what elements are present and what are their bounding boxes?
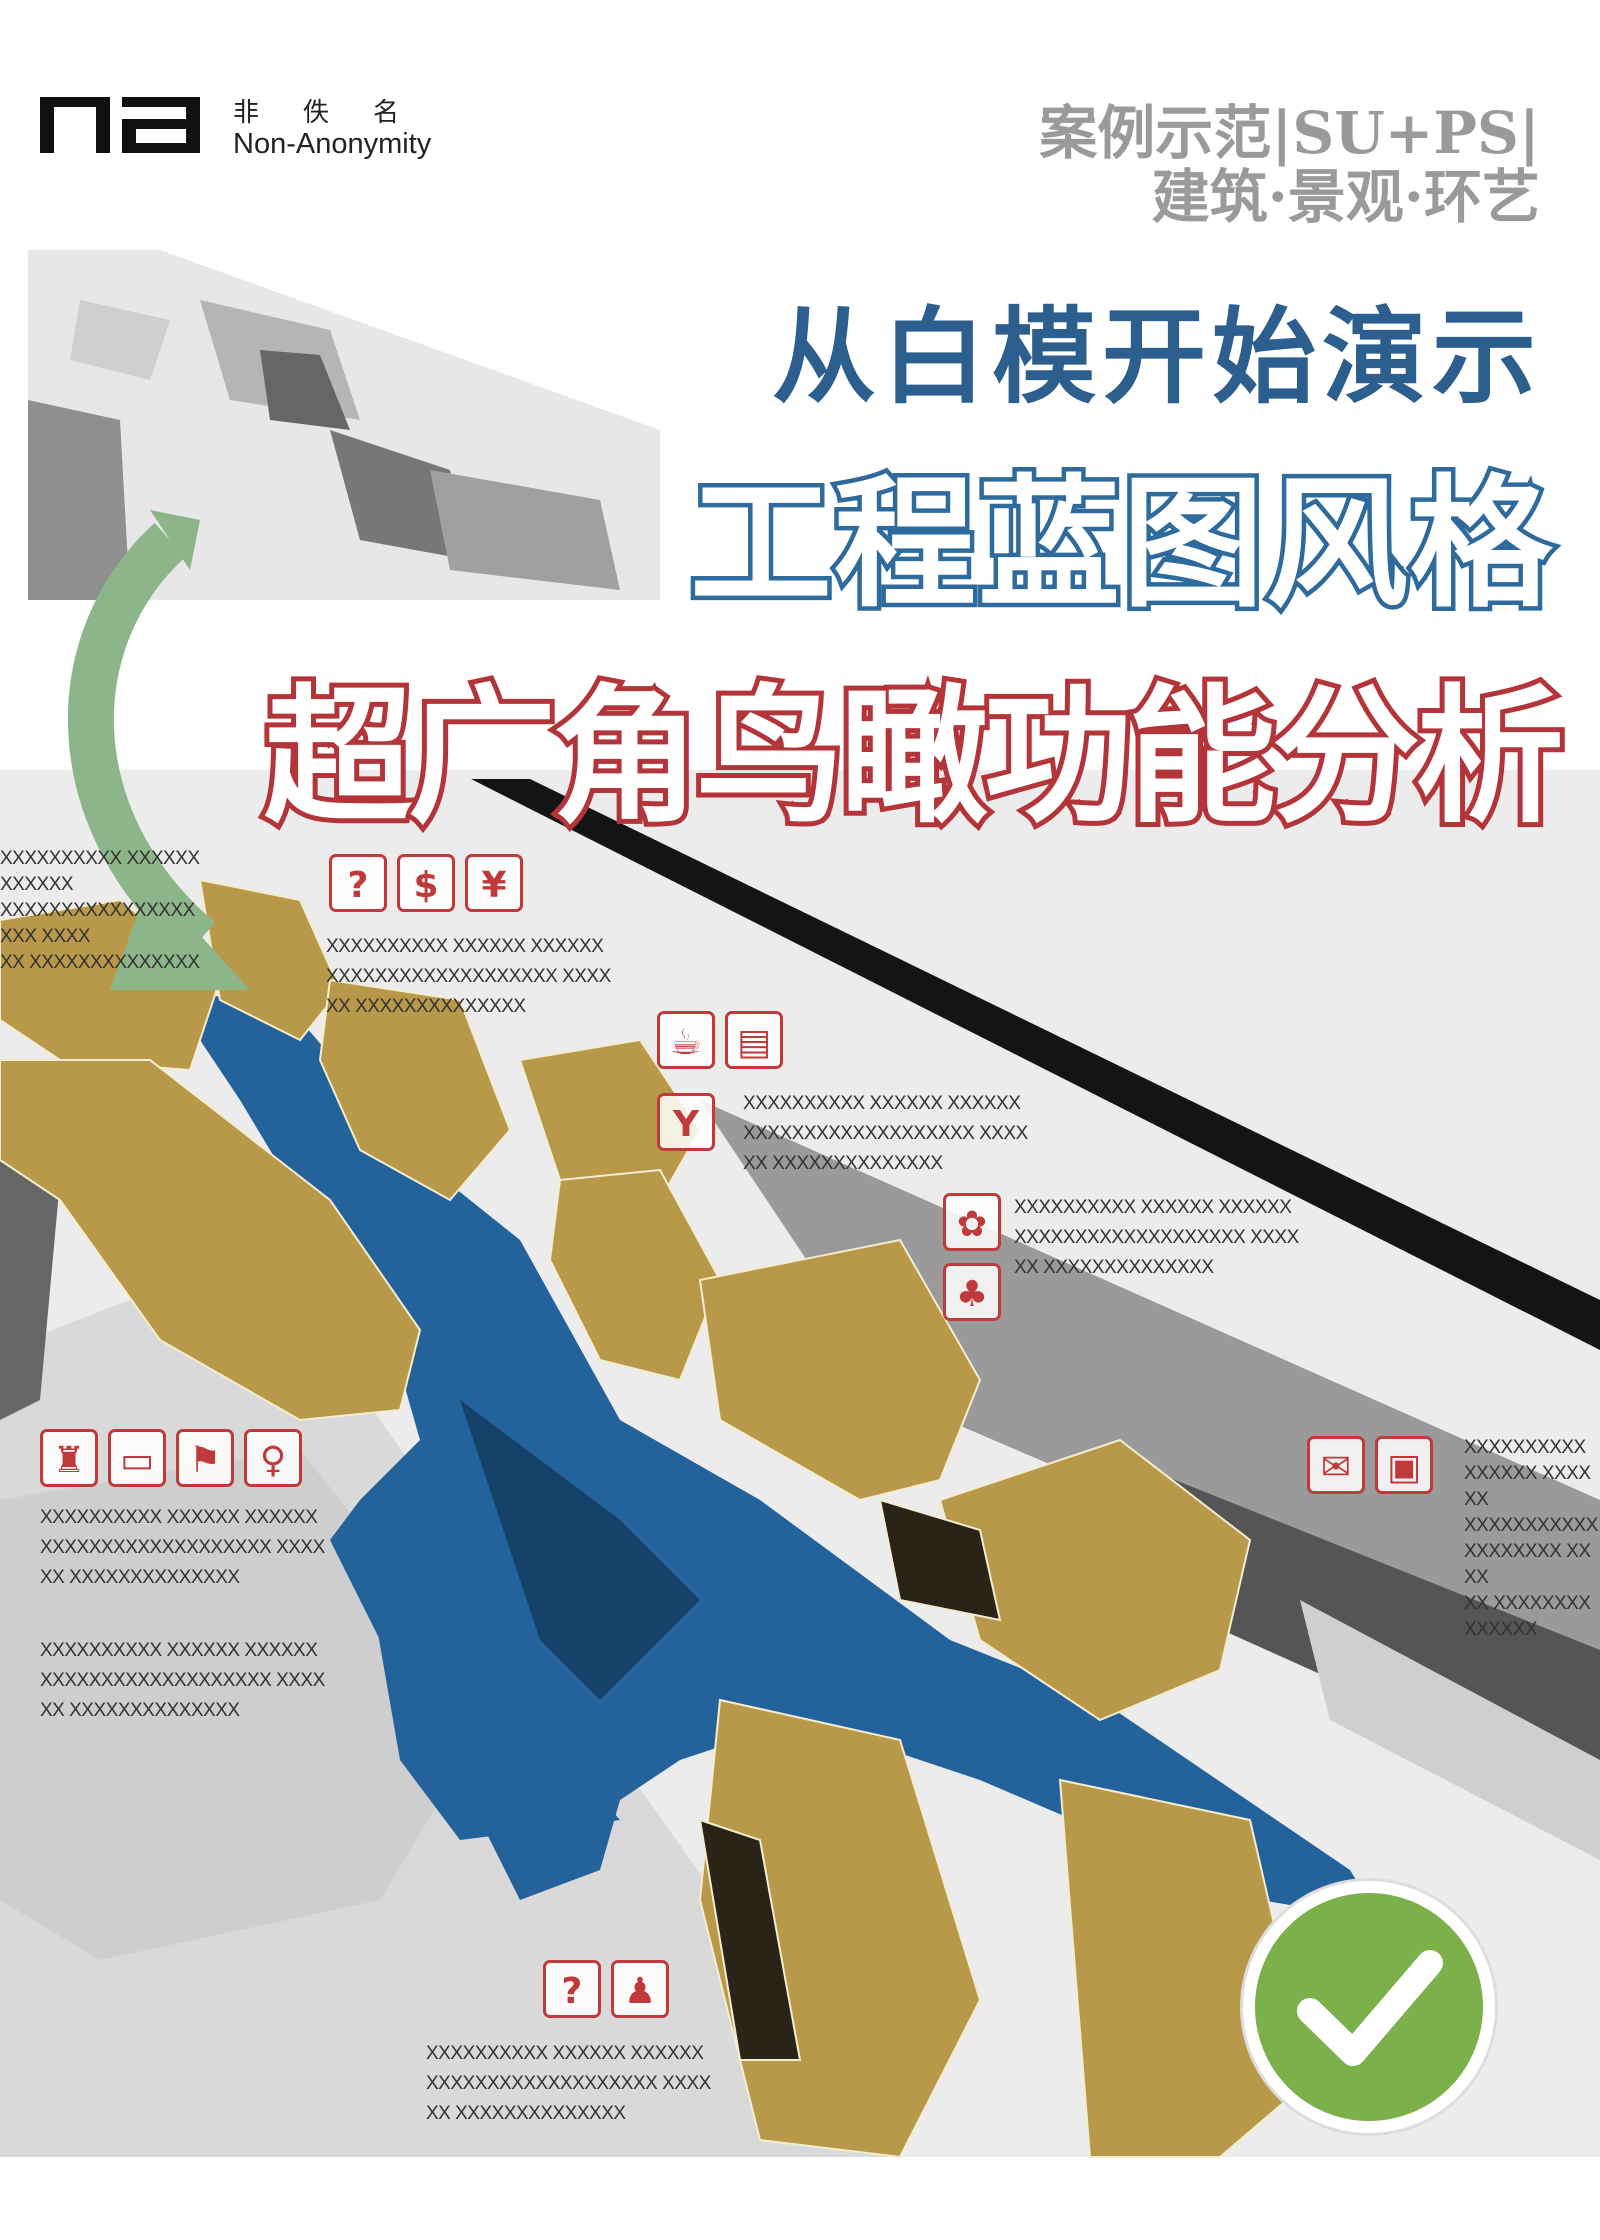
tagline-line2: 建筑·景观·环艺 (1151, 163, 1540, 231)
text-line: XX XXXXXXXXXXXXXX (326, 996, 526, 1017)
text-line: XX XXXXXXXXXXXXXX (0, 952, 200, 973)
text-line: XX XXXXXXXXXXXXXX (40, 1700, 240, 1721)
text-block: XXXXXXXXXX XXXXXX XXXXXX XXXXXXXXXXXXXXXX… (40, 1636, 325, 1726)
text-line: XXXXXXXXXXXXXXXXXXX XXXX (1464, 1515, 1598, 1588)
icon-group-info: ? ♟ (543, 1960, 669, 2018)
text-block: XXXXXXXXXX XXXXXX XXXXXX XXXXXXXXXXXXXXXX… (0, 846, 200, 976)
fast-food-icon: ▤ (725, 1011, 783, 1069)
icon-group-leisure: ♜ ▭ ⚑ ♀ (40, 1429, 302, 1487)
text-line: XXXXXXXXXX XXXXXX XXXXXX (743, 1093, 1021, 1114)
text-line: XX XXXXXXXXXXXXXX (426, 2103, 626, 2124)
text-line: XXXXXXXXXX XXXXXX XXXXXX (40, 1640, 318, 1661)
text-line: XXXXXXXXXXXXXXXXXXX XXXX (426, 2073, 711, 2094)
text-block: XXXXXXXXXX XXXXXX XXXXXX XXXXXXXXXXXXXXXX… (743, 1089, 1028, 1179)
flower-shop-icon: ✿ (943, 1193, 1001, 1251)
check-badge (1243, 1881, 1495, 2133)
text-block: XXXXXXXXXX XXXXXX XXXXXX XXXXXXXXXXXXXXXX… (40, 1503, 325, 1593)
coffee-icon: ☕ (657, 1011, 715, 1069)
logo-name-cn: 非佚名 (233, 98, 444, 128)
information-desk-icon: ? (329, 854, 387, 912)
title-line2: 工程蓝图风格 (686, 458, 1557, 632)
currency-exchange-icon: $ (397, 854, 455, 912)
title-line3: 超广角鸟瞰功能分析 (259, 666, 1569, 848)
icon-group-food: ☕ ▤ (657, 1011, 783, 1069)
logo (40, 97, 200, 153)
tagline-line1: 案例示范|SU+PS| (1039, 99, 1540, 167)
logo-mark-icon (40, 97, 200, 153)
checkmark-icon (1297, 1950, 1443, 2066)
text-line: XXXXXXXXXX XXXXXX XXXXXX (40, 1507, 318, 1528)
text-line: XX XXXXXXXXXXXXXX (1014, 1257, 1214, 1278)
text-line: XX XXXXXXXXXXXXXX (743, 1153, 943, 1174)
icon-group-services: ? $ ¥ (329, 854, 523, 912)
text-line: XXXXXXXXXXXXXXXXXXX XXXX (743, 1123, 1028, 1144)
text-line: XXXXXXXXXX XXXXXX XXXXXX (1014, 1197, 1292, 1218)
fitness-icon: ♀ (244, 1429, 302, 1487)
service-counter-icon: ♟ (611, 1960, 669, 2018)
restroom-family-icon: ♜ (40, 1429, 98, 1487)
cashier-yuan-icon: ¥ (465, 854, 523, 912)
text-line: XXXXXXXXXX XXXXXX XXXXXX (1464, 1437, 1591, 1510)
icon-group-nature: ✿ ♣ (943, 1193, 1001, 1321)
text-line: XXXXXXXXXXXXXXXXXXX XXXX (40, 1670, 325, 1691)
luggage-icon: ▣ (1375, 1436, 1433, 1494)
text-line: XXXXXXXXXX XXXXXX XXXXXX (0, 848, 200, 895)
text-line: XXXXXXXXXXXXXXXXXXX XXXX (40, 1537, 325, 1558)
logo-name-en: Non-Anonymity (233, 128, 432, 160)
information-desk-icon: ? (543, 1960, 601, 2018)
text-block: XXXXXXXXXX XXXXXX XXXXXX XXXXXXXXXXXXXXXX… (1014, 1193, 1299, 1283)
text-line: XX XXXXXXXXXXXXXX (1464, 1593, 1591, 1640)
text-line: XXXXXXXXXXXXXXXXXXX XXXX (1014, 1227, 1299, 1248)
wine-bar-icon: Y (657, 1093, 715, 1151)
sports-icon: ⚑ (176, 1429, 234, 1487)
park-tree-icon: ♣ (943, 1263, 1001, 1321)
text-line: XXXXXXXXXX XXXXXX XXXXXX (426, 2043, 704, 2064)
text-line: XX XXXXXXXXXXXXXX (40, 1567, 240, 1588)
text-block: XXXXXXXXXX XXXXXX XXXXXX XXXXXXXXXXXXXXXX… (426, 2039, 711, 2129)
text-line: XXXXXXXXXXXXXXXXXXX XXXX (0, 900, 195, 947)
blue-plaza (160, 980, 1380, 1920)
icon-group-post: ✉ ▣ (1307, 1436, 1433, 1494)
text-block: XXXXXXXXXX XXXXXX XXXXXX XXXXXXXXXXXXXXXX… (326, 932, 611, 1022)
white-model-render (28, 250, 660, 600)
text-line: XXXXXXXXXXXXXXXXXXX XXXX (326, 966, 611, 987)
bed-rest-icon: ▭ (108, 1429, 166, 1487)
road-band (471, 779, 1600, 1350)
icon-group-bar: Y (657, 1093, 715, 1151)
title-line1: 从白模开始演示 (771, 296, 1542, 418)
text-line: XXXXXXXXXX XXXXXX XXXXXX (326, 936, 604, 957)
post-mail-icon: ✉ (1307, 1436, 1365, 1494)
